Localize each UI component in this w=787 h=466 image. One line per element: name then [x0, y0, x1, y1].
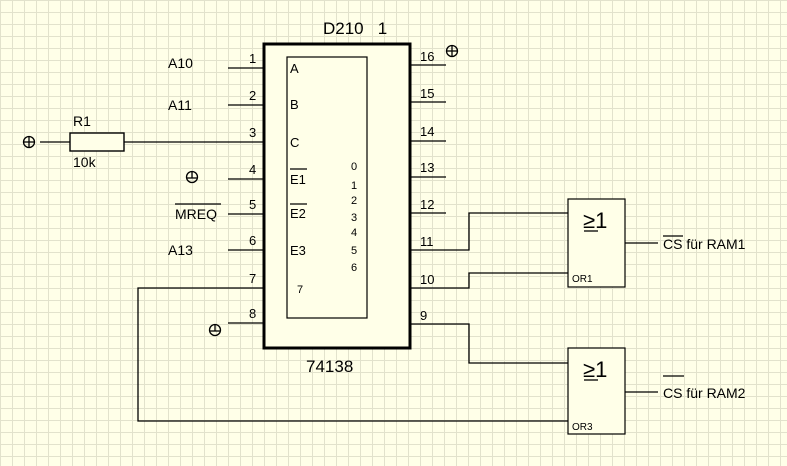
gate-or3-output-label: CS für RAM2: [663, 385, 746, 401]
gate-or1-symbol: ≥1: [583, 208, 607, 233]
ground-e1-icon: [185, 170, 199, 184]
pin-label-a: A: [290, 61, 299, 76]
gate-or1-output-label: CS für RAM1: [663, 236, 746, 252]
gate-or1-body: [567, 198, 626, 288]
output-label-4: 4: [351, 227, 357, 239]
pin-number-7: 7: [249, 271, 256, 286]
resistor-value: 10k: [73, 154, 97, 170]
chip-d210: D210 1 74138 1 2 3 4 5 6 7 8 A B C E1 E2…: [249, 19, 434, 376]
pin-number-1: 1: [249, 51, 256, 66]
pin-number-8: 8: [249, 306, 256, 321]
signal-mreq: MREQ: [175, 206, 217, 222]
gate-or1-name: OR1: [572, 274, 593, 285]
pin-number-15: 15: [420, 86, 434, 101]
resistor-r1: R1 10k: [69, 113, 125, 170]
power-symbols: [22, 44, 459, 337]
resistor-body: [69, 132, 125, 152]
signal-a10: A10: [168, 55, 193, 71]
pin-number-2: 2: [249, 88, 256, 103]
chip-type: 74138: [306, 357, 353, 376]
output-label-6: 6: [351, 262, 357, 274]
vcc-resistor-icon: [22, 135, 36, 149]
gate-or3-body: [567, 347, 626, 435]
pin-number-6: 6: [249, 233, 256, 248]
pin-number-9: 9: [420, 308, 427, 323]
chip-inner-frame: [286, 56, 368, 319]
pin-number-13: 13: [420, 160, 434, 175]
pin-number-5: 5: [249, 197, 256, 212]
pin-number-11: 11: [420, 234, 434, 249]
gate-or3: ≥1 OR3 CS für RAM2: [567, 347, 746, 435]
signal-a11: A11: [168, 97, 192, 113]
pin-number-4: 4: [249, 162, 256, 177]
pin-label-7: 7: [297, 284, 303, 296]
pin-label-b: B: [290, 97, 299, 112]
chip-title: D210 1: [323, 19, 387, 38]
pin-label-e3: E3: [290, 243, 306, 258]
output-label-5: 5: [351, 245, 357, 257]
output-label-0: 0: [351, 161, 357, 173]
pin-number-10: 10: [420, 272, 434, 287]
gate-or1: ≥1 OR1 CS für RAM1: [567, 198, 746, 288]
pin-number-12: 12: [420, 197, 434, 212]
chip-body: [262, 42, 412, 350]
input-signals: A10 A11 MREQ A13: [168, 55, 221, 258]
signal-a13: A13: [168, 242, 193, 258]
output-label-1: 1: [351, 180, 357, 192]
gate-or3-name: OR3: [572, 422, 593, 433]
pin-label-e2: E2: [290, 206, 306, 221]
vcc-pin16-icon: [445, 44, 459, 58]
output-label-2: 2: [351, 195, 357, 207]
pin-number-3: 3: [249, 125, 256, 140]
pin-number-16: 16: [420, 49, 434, 64]
gate-or3-symbol: ≥1: [583, 357, 607, 382]
pin-number-14: 14: [420, 124, 434, 139]
pin-label-e1: E1: [290, 172, 306, 187]
output-label-3: 3: [351, 212, 357, 224]
ground-pin8-icon: [208, 323, 222, 337]
pin-label-c: C: [290, 135, 299, 150]
resistor-name: R1: [73, 113, 91, 129]
